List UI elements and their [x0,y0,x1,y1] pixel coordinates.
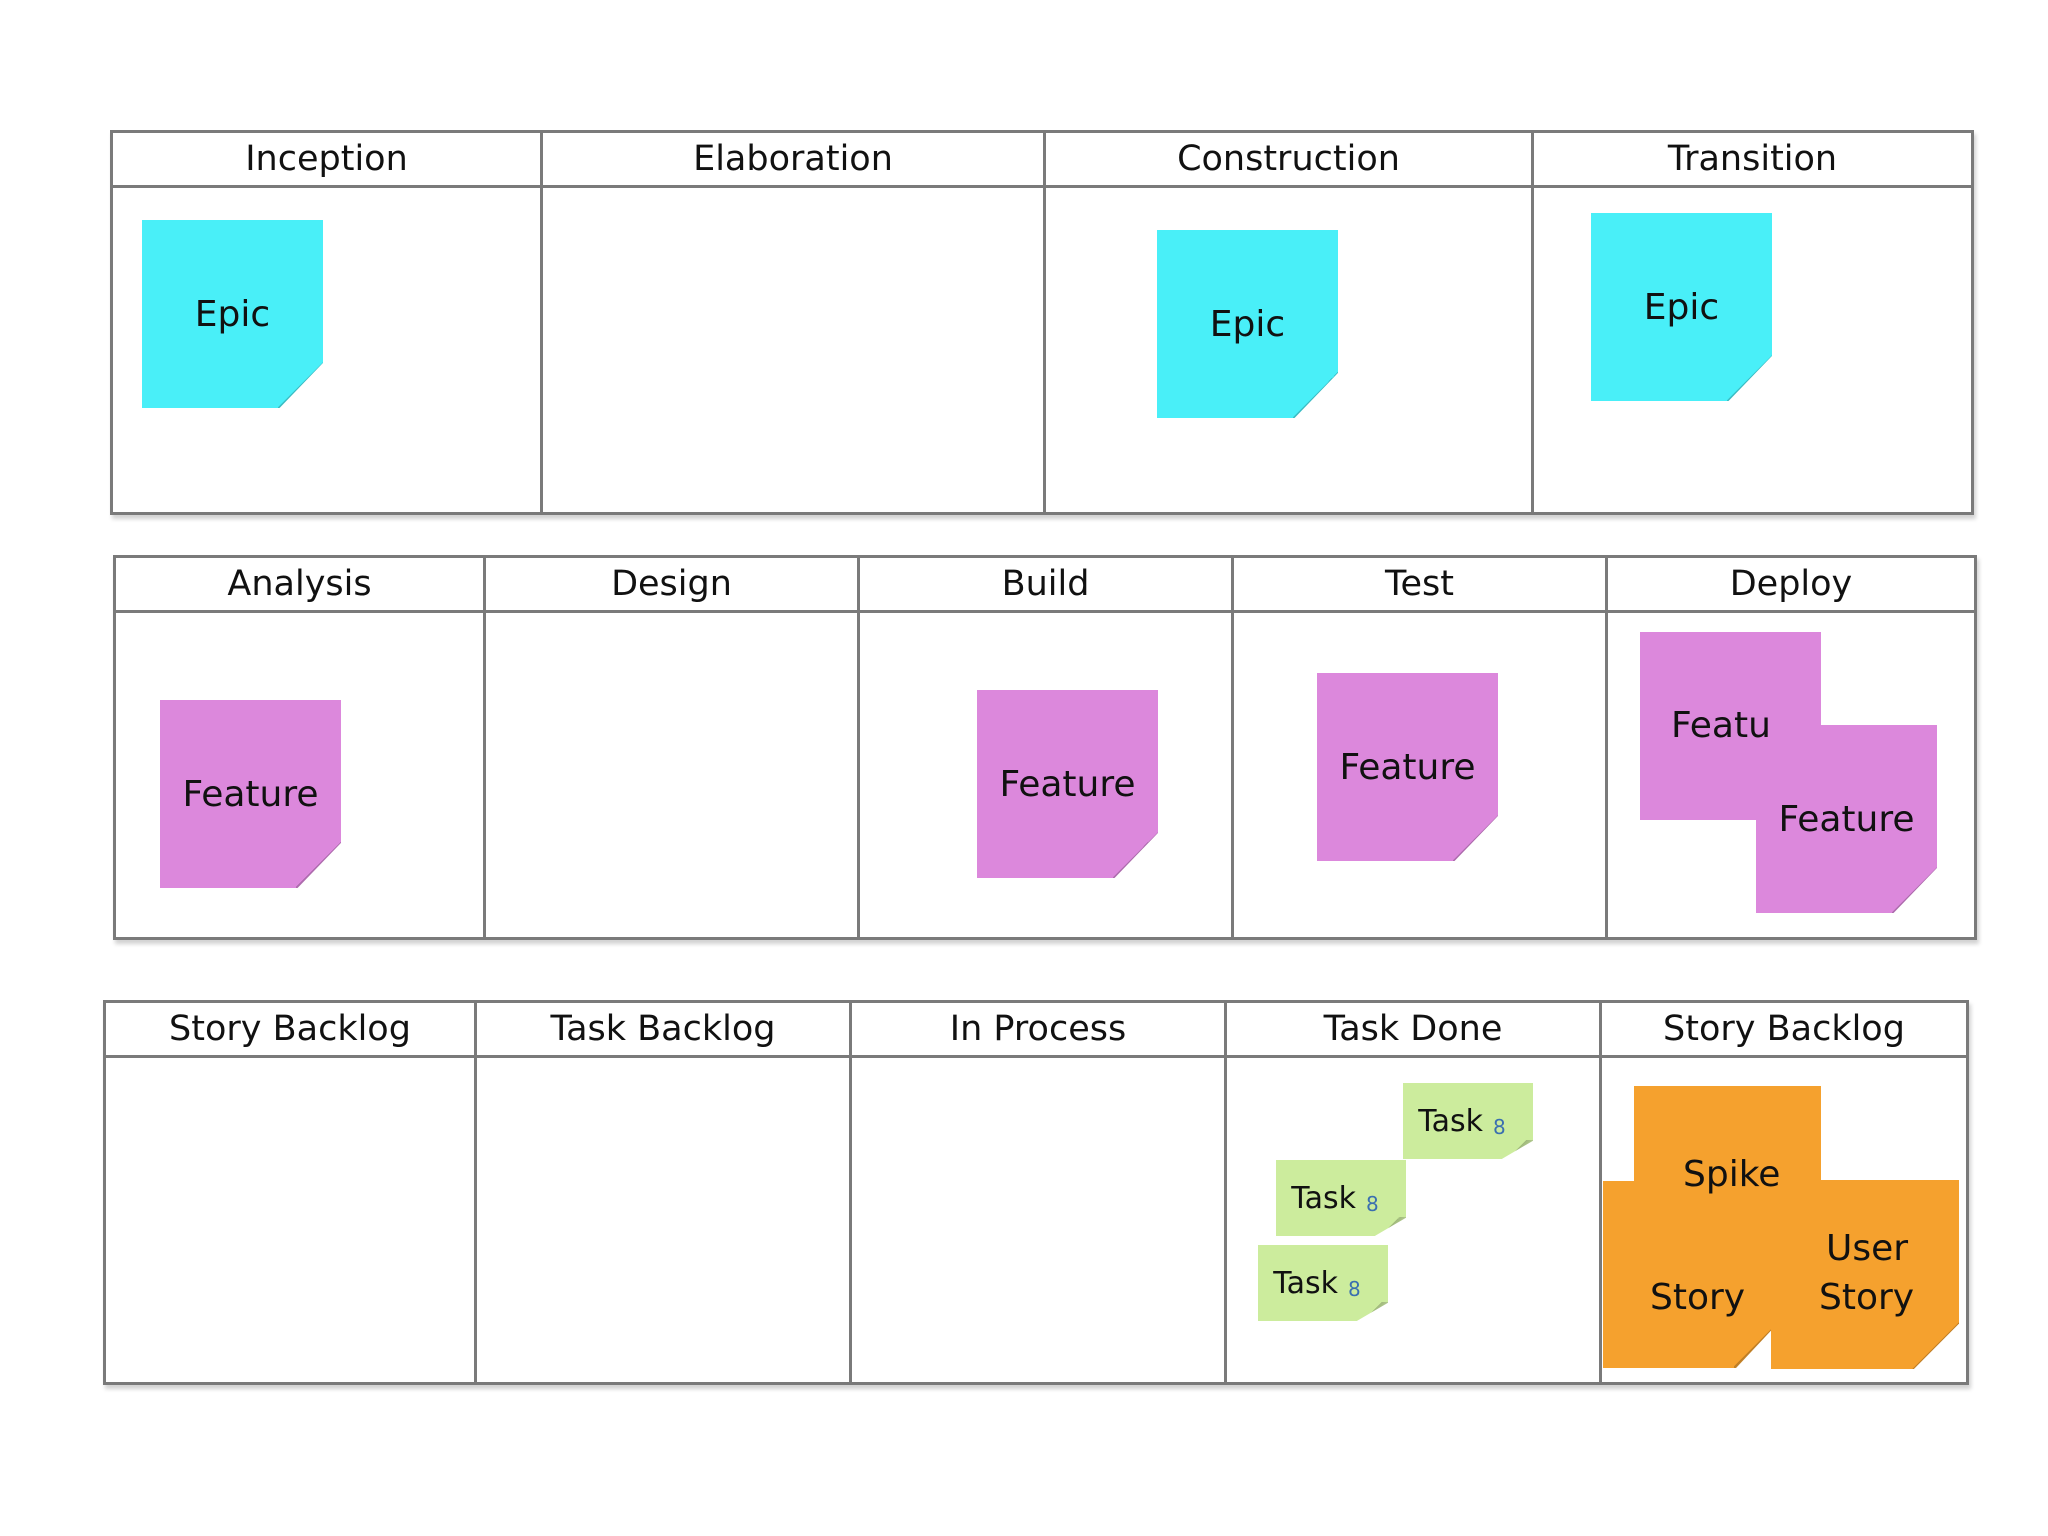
task-note[interactable]: Task 8 [1276,1160,1406,1236]
column-in-process: In Process [849,1003,1224,1382]
column-header: Elaboration [543,133,1043,188]
user-label: User [1826,1228,1909,1269]
column-story-backlog-2: Story Backlog [1599,1003,1966,1382]
note-label: Task [1418,1103,1483,1139]
feature-note[interactable]: Feature [977,690,1158,878]
column-story-backlog: Story Backlog [106,1003,474,1382]
column-header: Build [860,558,1231,613]
column-header: Analysis [116,558,483,613]
column-header: Inception [113,133,540,188]
task-note[interactable]: Task 8 [1403,1083,1533,1159]
column-header: In Process [852,1003,1224,1058]
column-test: Test [1231,558,1605,937]
column-header: Story Backlog [1602,1003,1966,1058]
note-label: Feature [1339,746,1476,788]
story-points-badge: 8 [1493,1115,1506,1139]
column-header: Design [486,558,857,613]
column-header: Construction [1046,133,1531,188]
column-build: Build [857,558,1231,937]
note-label: Feature [999,763,1136,805]
note-label: Epic [1209,303,1286,345]
column-header: Transition [1534,133,1971,188]
epic-note[interactable]: Epic [1591,213,1772,401]
column-header: Deploy [1608,558,1974,613]
note-label: Epic [194,293,271,335]
epic-note[interactable]: Epic [1157,230,1338,418]
column-task-backlog: Task Backlog [474,1003,849,1382]
note-label: Epic [1643,286,1720,328]
column-construction: Construction [1043,133,1531,512]
note-label: Feature [182,773,319,815]
note-label: Task [1291,1180,1356,1216]
column-header: Task Done [1227,1003,1599,1058]
spike-label: Spike [1683,1154,1781,1195]
epic-note[interactable]: Epic [142,220,323,408]
feature-note-back-label: Featu [1671,705,1771,746]
column-deploy: Deploy [1605,558,1974,937]
story-label-right: Story [1819,1277,1915,1318]
note-label: Task [1273,1265,1338,1301]
feature-note[interactable]: Feature [160,700,341,888]
user-story-note[interactable] [1771,1180,1959,1369]
column-task-done: Task Done [1224,1003,1599,1382]
feature-note[interactable]: Feature [1317,673,1498,861]
feature-note[interactable]: Feature [1756,725,1937,913]
story-points-badge: 8 [1348,1277,1361,1301]
column-header: Task Backlog [477,1003,849,1058]
story-label-left: Story [1650,1277,1746,1318]
story-points-badge: 8 [1366,1192,1379,1216]
story-note-left[interactable] [1603,1181,1778,1368]
column-inception: Inception [113,133,540,512]
note-label: Feature [1778,798,1915,840]
column-header: Test [1234,558,1605,613]
column-transition: Transition [1531,133,1971,512]
column-design: Design [483,558,857,937]
column-elaboration: Elaboration [540,133,1043,512]
column-analysis: Analysis [116,558,483,937]
task-note[interactable]: Task 8 [1258,1245,1388,1321]
column-header: Story Backlog [106,1003,474,1058]
